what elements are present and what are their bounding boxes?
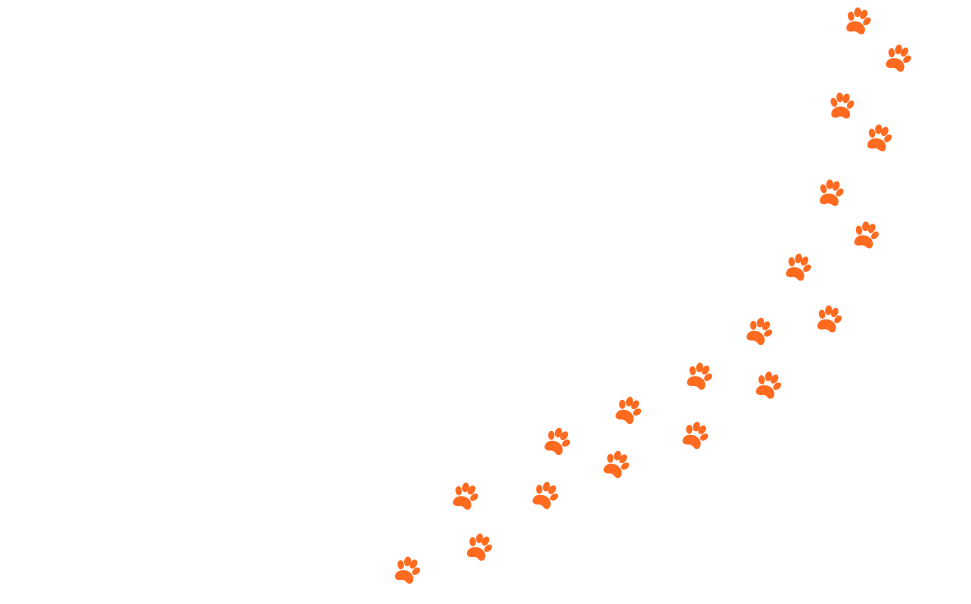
paw-print-icon: [842, 4, 875, 37]
paw-print-icon: [813, 302, 846, 335]
paw-print-icon: [448, 478, 483, 513]
paw-print-icon: [462, 529, 497, 564]
paw-print-icon: [742, 313, 778, 349]
paw-print-icon: [863, 121, 896, 154]
paw-print-icon: [611, 392, 647, 428]
paw-print-icon: [528, 477, 564, 513]
paw-print-icon: [390, 552, 425, 587]
paw-print-icon: [881, 40, 916, 75]
paw-print-icon: [827, 91, 857, 120]
paw-print-icon: [850, 218, 883, 251]
paw-print-icon: [781, 249, 816, 284]
paw-print-icon: [682, 358, 717, 393]
paw-print-icon: [751, 367, 786, 402]
paw-print-icon: [599, 446, 635, 482]
paw-print-icon: [816, 177, 847, 208]
paw-print-icon: [678, 417, 714, 453]
paw-print-icon: [540, 423, 576, 459]
